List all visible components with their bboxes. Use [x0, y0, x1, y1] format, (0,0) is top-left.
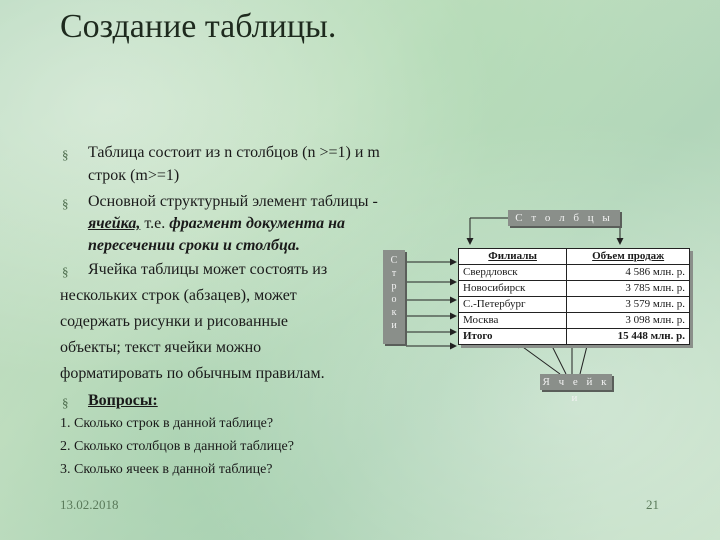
- table-cell-branch: С.-Петербург: [457, 296, 568, 313]
- table-cell-branch: Новосибирск: [457, 280, 568, 297]
- table-header-row: Филиалы Объем продаж: [457, 248, 690, 265]
- header-branches: Филиалы: [457, 248, 568, 265]
- rows-label-char: т: [391, 268, 397, 279]
- bullet-2-line-1: Основной структурный элемент таблицы -: [88, 193, 378, 210]
- table-total-row: Итого 15 448 млн. р.: [457, 328, 690, 345]
- rows-label-char: к: [391, 307, 397, 318]
- table-cell-total-value: 15 448 млн. р.: [566, 328, 690, 345]
- table-cell-sales: 3 785 млн. р.: [566, 280, 690, 297]
- cells-label: Я ч е й к и: [540, 374, 612, 404]
- slide-title: Создание таблицы.: [60, 8, 337, 45]
- sample-sales-table: Филиалы Объем продаж Свердловск 4 586 мл…: [457, 248, 690, 345]
- table-cell-total-label: Итого: [457, 328, 568, 345]
- bullet-marker: §: [62, 395, 69, 410]
- footer-date: 13.02.2018: [60, 497, 119, 512]
- bullet-marker: §: [62, 264, 69, 279]
- bullet-1-line-1: Таблица состоит из n столбцов (n >=1) и …: [88, 144, 380, 161]
- table-row: Свердловск 4 586 млн. р.: [457, 264, 690, 281]
- question-3: 3. Сколько ячеек в данной таблице?: [60, 462, 273, 477]
- question-1: 1. Сколько строк в данной таблице?: [60, 416, 274, 431]
- bullet-marker: §: [62, 196, 69, 211]
- cell-definition-1: фрагмент документа на: [169, 215, 346, 232]
- question-2: 2. Сколько столбцов в данной таблице?: [60, 439, 294, 454]
- rows-label-char: р: [391, 281, 397, 292]
- bullet-3-line-4: объекты; текст ячейки можно: [60, 339, 262, 356]
- slide-number: 21: [646, 497, 659, 512]
- bullet-marker: §: [62, 147, 69, 162]
- cells-arrow-1: [515, 341, 561, 375]
- bullet-3-line-5: форматировать по обычным правилам.: [60, 365, 325, 382]
- questions-heading: Вопросы:: [88, 392, 158, 409]
- table-cell-sales: 4 586 млн. р.: [566, 264, 690, 281]
- table-row: С.-Петербург 3 579 млн. р.: [457, 296, 690, 313]
- table-row: Москва 3 098 млн. р.: [457, 312, 690, 329]
- bullet-3-line-3: содержать рисунки и рисованные: [60, 313, 288, 330]
- connector-text: т.е.: [140, 215, 170, 232]
- bullet-3-line-1: Ячейка таблицы может состоять из: [88, 261, 328, 278]
- rows-label: С т р о к и: [383, 250, 405, 344]
- bullet-2-line-2: ячейка, т.е. фрагмент документа на: [88, 211, 345, 237]
- rows-label-char: С: [390, 255, 398, 266]
- bullet-2-line-3: пересечении сроки и столбца.: [88, 237, 300, 254]
- bullet-3-line-2: нескольких строк (абзацев), может: [60, 287, 297, 304]
- rows-label-char: и: [391, 320, 397, 331]
- table-cell-sales: 3 098 млн. р.: [566, 312, 690, 329]
- table-cell-sales: 3 579 млн. р.: [566, 296, 690, 313]
- table-cell-branch: Москва: [457, 312, 568, 329]
- header-sales-volume: Объем продаж: [566, 248, 690, 265]
- columns-label: С т о л б ц ы: [508, 210, 620, 226]
- table-row: Новосибирск 3 785 млн. р.: [457, 280, 690, 297]
- term-cell: ячейка,: [88, 215, 141, 232]
- rows-label-char: о: [391, 294, 397, 305]
- table-cell-branch: Свердловск: [457, 264, 568, 281]
- bullet-1-line-2: строк (m>=1): [88, 167, 180, 184]
